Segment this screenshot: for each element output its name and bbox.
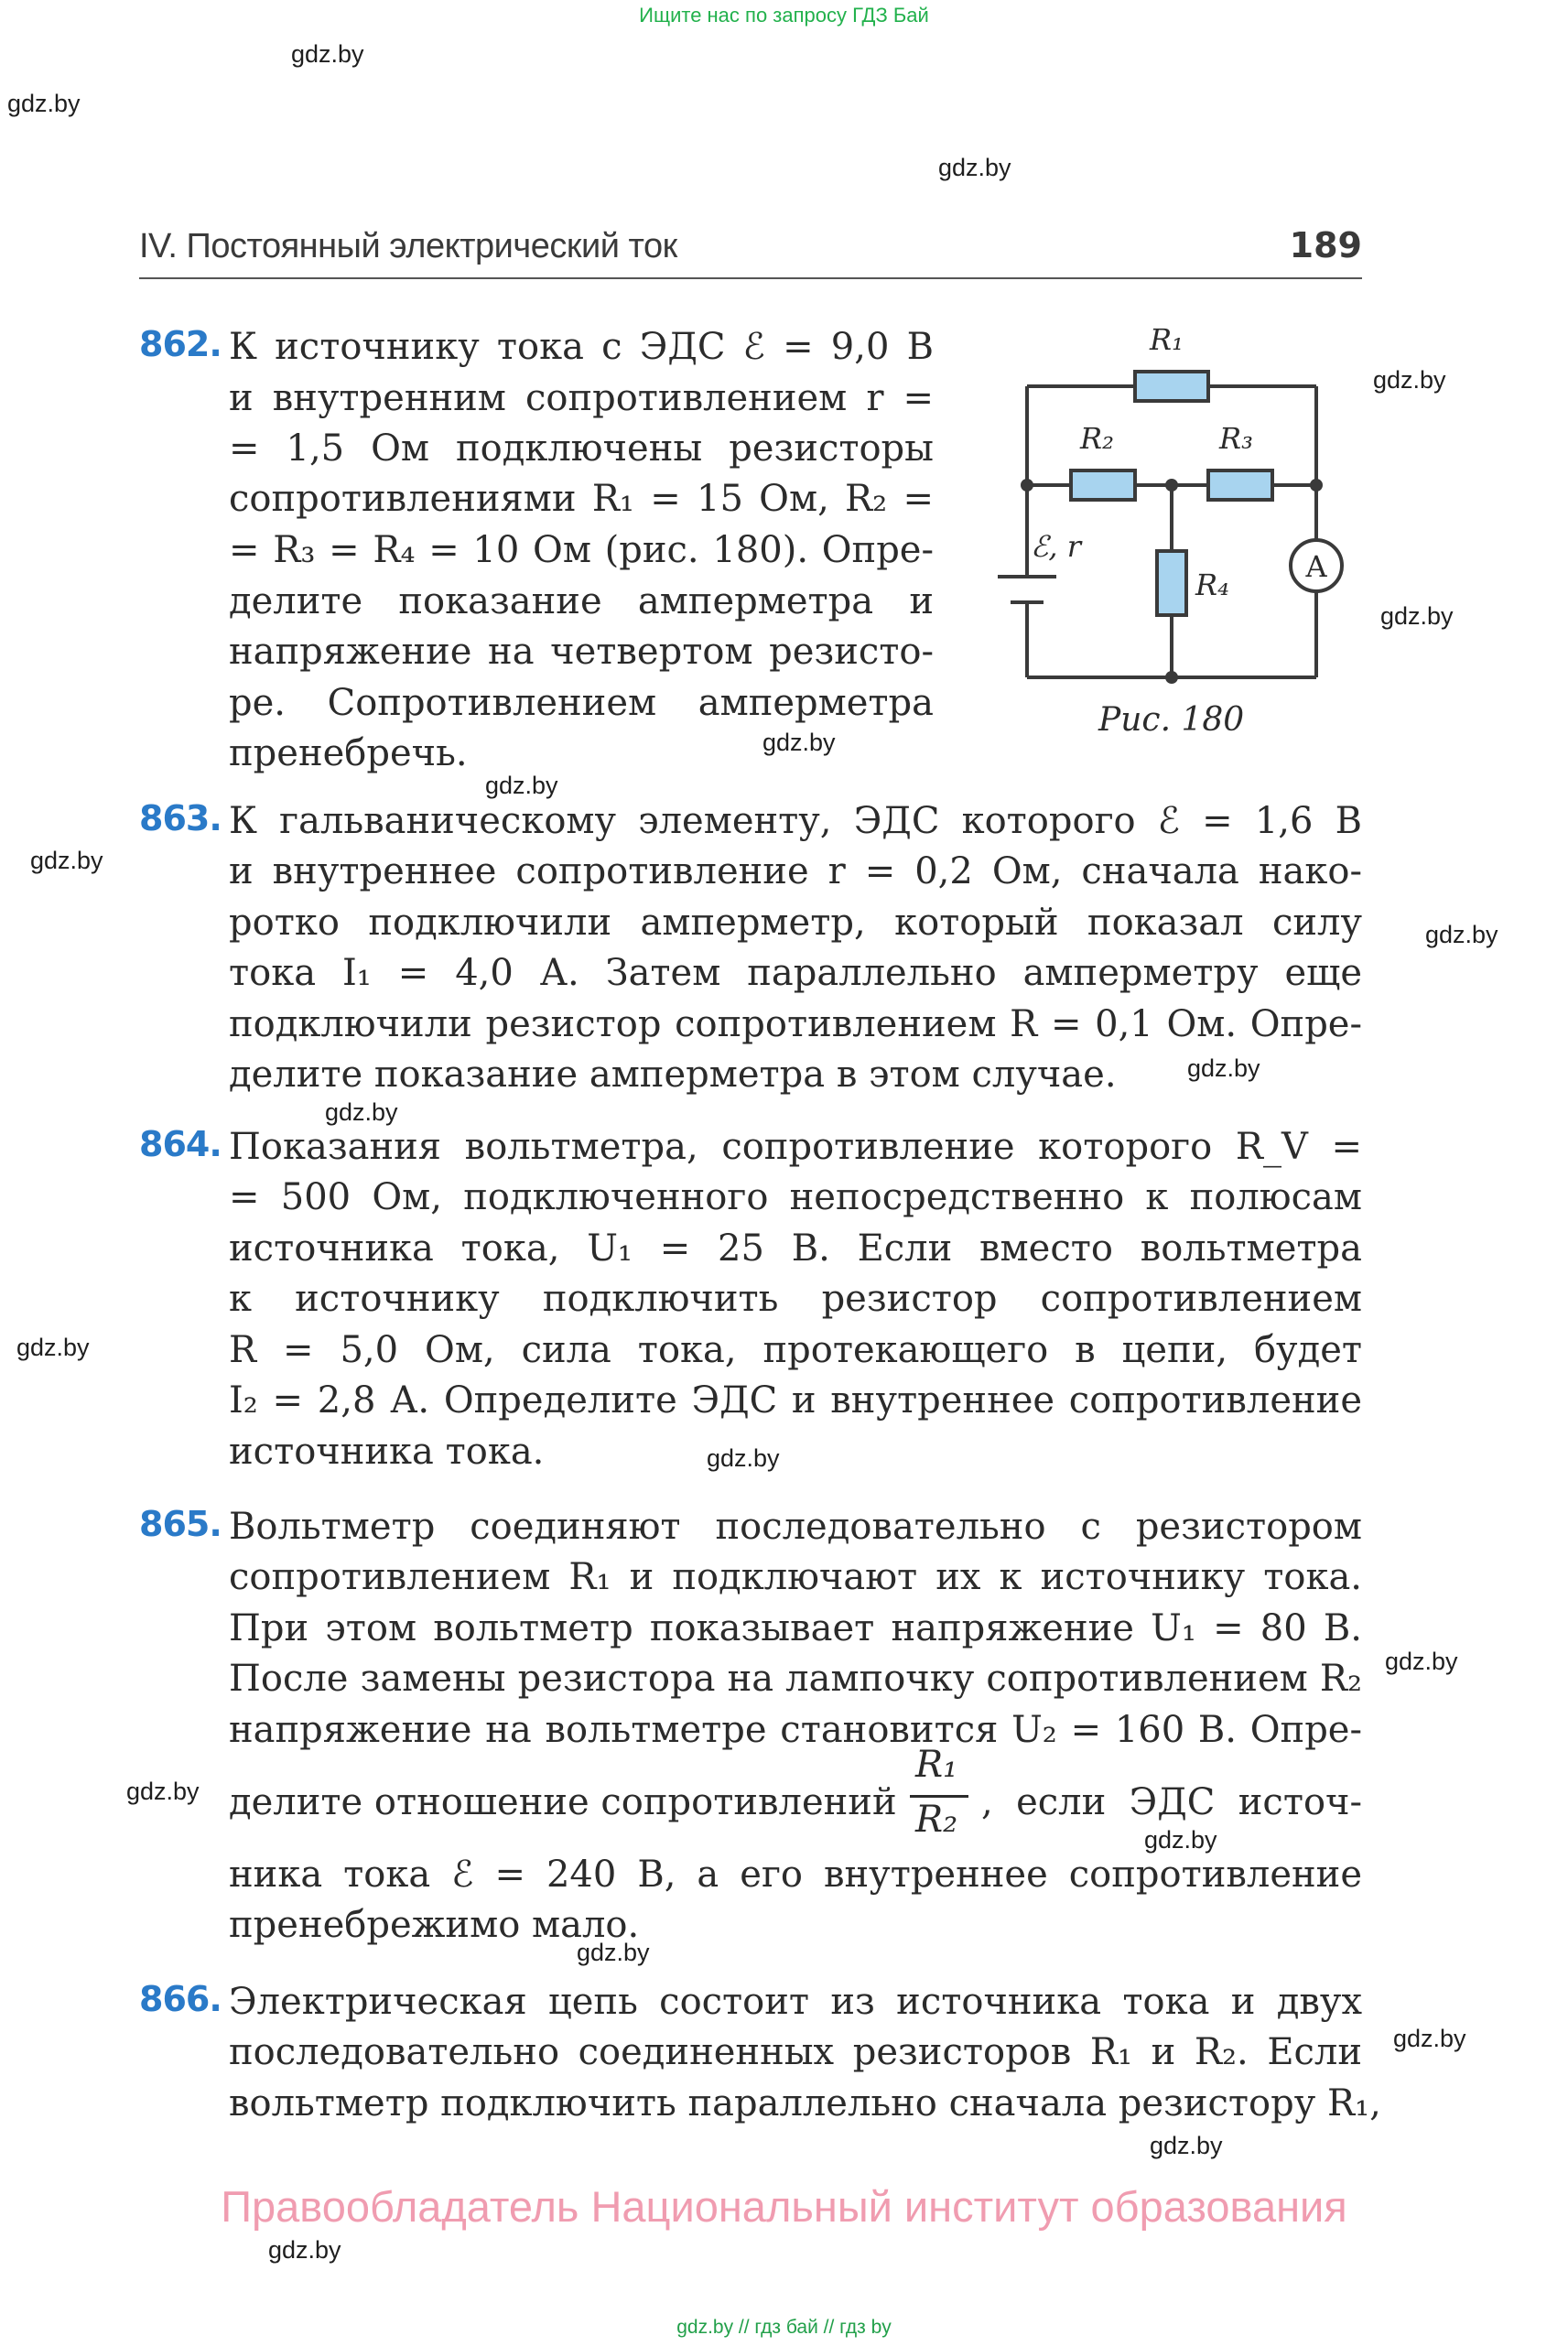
label-r2: R₂ bbox=[1079, 421, 1114, 456]
problem-text-line: = R₃ = R₄ = 10 Ом (рис. 180). Опре- bbox=[229, 529, 934, 571]
label-r4: R₄ bbox=[1195, 568, 1229, 602]
problem-text-line: тока I₁ = 4,0 А. Затем параллельно ампер… bbox=[229, 952, 1362, 994]
problem-text-line: При этом вольтметр показывает напряжение… bbox=[229, 1607, 1362, 1649]
problem-text-line: ника тока ℰ = 240 В, а его внутреннее со… bbox=[229, 1854, 1362, 1896]
problem-text-line: источника тока, U₁ = 25 В. Если вместо в… bbox=[229, 1227, 1362, 1270]
problem-text-line: сопротивлением R₁ и подключают их к исто… bbox=[229, 1556, 1362, 1598]
watermark: gdz.by bbox=[1150, 2132, 1223, 2159]
problem-text-line: Показания вольтметра, сопротивление кото… bbox=[229, 1126, 1362, 1168]
junction-dot bbox=[1165, 479, 1178, 492]
watermark: gdz.by bbox=[1425, 921, 1498, 948]
problem-text-line: ре. Сопротивлением амперметра bbox=[229, 682, 934, 724]
problem-text-line: вольтметр подключить параллельно сначала… bbox=[229, 2082, 1381, 2124]
label-r1: R₁ bbox=[1149, 322, 1184, 357]
copyright-notice: Правообладатель Национальный институт об… bbox=[221, 2182, 1347, 2231]
watermark: gdz.by bbox=[938, 154, 1011, 181]
problem-text-line: I₂ = 2,8 А. Определите ЭДС и внутреннее … bbox=[229, 1379, 1362, 1422]
label-r3: R₃ bbox=[1218, 421, 1253, 456]
problem-text-line: К источнику тока с ЭДС ℰ = 9,0 В bbox=[229, 326, 934, 368]
problem-text-line: R = 5,0 Ом, сила тока, протекающего в це… bbox=[229, 1329, 1362, 1371]
problem-number: 866. bbox=[139, 1979, 222, 2019]
label-source: ℰ, r bbox=[1031, 529, 1083, 564]
watermark: gdz.by bbox=[1373, 366, 1446, 394]
problem-text-line: Электрическая цепь состоит из источника … bbox=[229, 1981, 1362, 2023]
problem-text-line: источника тока. bbox=[229, 1431, 545, 1473]
watermark: gdz.by bbox=[1380, 602, 1454, 630]
resistor-r1 bbox=[1133, 370, 1210, 403]
fraction-denominator: R₂ bbox=[915, 1799, 958, 1841]
watermark: gdz.by bbox=[577, 1939, 650, 1966]
resistor-r2 bbox=[1069, 469, 1137, 502]
problem-text-line: и внутренним сопротивлением r = bbox=[229, 377, 934, 419]
problem-text-line: = 500 Ом, подключенного непосредственно … bbox=[229, 1176, 1362, 1218]
problem-text-line: подключили резистор сопротивлением R = 0… bbox=[229, 1003, 1362, 1045]
problem-text-line: напряжение на вольтметре становится U₂ =… bbox=[229, 1709, 1362, 1751]
problem-number: 863. bbox=[139, 798, 222, 838]
watermark: gdz.by bbox=[1187, 1054, 1260, 1082]
problem-text-line: пренебрежимо мало. bbox=[229, 1904, 640, 1946]
problem-text-line: , если ЭДС источ- bbox=[981, 1781, 1362, 1823]
problem-text-line: напряжение на четвертом резисто- bbox=[229, 631, 934, 673]
problem-text-line: к источнику подключить резистор сопротив… bbox=[229, 1278, 1362, 1320]
problem-text-line: сопротивлениями R₁ = 15 Ом, R₂ = bbox=[229, 478, 934, 520]
top-search-note: Ищите нас по запросу ГДЗ Бай bbox=[639, 4, 929, 27]
watermark: gdz.by bbox=[16, 1334, 90, 1361]
watermark: gdz.by bbox=[485, 772, 558, 799]
problem-number: 862. bbox=[139, 324, 222, 364]
watermark: gdz.by bbox=[7, 90, 81, 117]
problem-text-line: = 1,5 Ом подключены резисторы bbox=[229, 427, 934, 470]
watermark: gdz.by bbox=[1393, 2025, 1466, 2052]
problem-text-line: последовательно соединенных резисторов R… bbox=[229, 2031, 1362, 2073]
junction-dot bbox=[1021, 479, 1033, 492]
site-links[interactable]: gdz.by // гдз бай // гдз by bbox=[676, 2317, 892, 2338]
problem-text-line: делите отношение сопротивлений bbox=[229, 1781, 897, 1823]
problem-text-line: После замены резистора на лампочку сопро… bbox=[229, 1658, 1362, 1700]
ammeter-symbol bbox=[1289, 538, 1344, 593]
watermark: gdz.by bbox=[325, 1098, 398, 1126]
fraction-bar bbox=[910, 1795, 968, 1798]
junction-dot bbox=[1165, 671, 1178, 684]
watermark: gdz.by bbox=[268, 2236, 341, 2264]
watermark: gdz.by bbox=[126, 1778, 200, 1805]
watermark: gdz.by bbox=[291, 40, 364, 68]
watermark: gdz.by bbox=[30, 847, 103, 874]
problem-text-line: Вольтметр соединяют последовательно с ре… bbox=[229, 1506, 1362, 1548]
resistor-r3 bbox=[1206, 469, 1274, 502]
ammeter-label: A bbox=[1304, 549, 1327, 584]
resistor-r4 bbox=[1155, 549, 1188, 617]
fraction-numerator: R₁ bbox=[915, 1744, 958, 1786]
problem-text-line: и внутреннее сопротивление r = 0,2 Ом, с… bbox=[229, 850, 1362, 892]
watermark: gdz.by bbox=[707, 1444, 780, 1472]
figure-caption: Рис. 180 bbox=[1098, 701, 1245, 739]
problem-number: 865. bbox=[139, 1504, 222, 1544]
problem-number: 864. bbox=[139, 1124, 222, 1164]
junction-dot bbox=[1310, 479, 1323, 492]
chapter-title: IV. Постоянный электрический ток bbox=[139, 227, 677, 265]
watermark: gdz.by bbox=[1144, 1826, 1217, 1854]
header-divider bbox=[139, 277, 1362, 279]
problem-text-line: пренебречь. bbox=[229, 732, 468, 774]
problem-text-line: делите показание амперметра и bbox=[229, 580, 934, 622]
page-number: 189 bbox=[1289, 225, 1362, 265]
problem-text-line: ротко подключили амперметр, который пока… bbox=[229, 902, 1362, 944]
problem-text-line: делите показание амперметра в этом случа… bbox=[229, 1054, 1117, 1096]
circuit-diagram: A R₁ R₂ R₃ R₄ ℰ, r bbox=[998, 322, 1344, 684]
watermark: gdz.by bbox=[762, 729, 836, 756]
problem-text-line: К гальваническому элементу, ЭДС которого… bbox=[229, 800, 1362, 842]
watermark: gdz.by bbox=[1385, 1648, 1458, 1675]
